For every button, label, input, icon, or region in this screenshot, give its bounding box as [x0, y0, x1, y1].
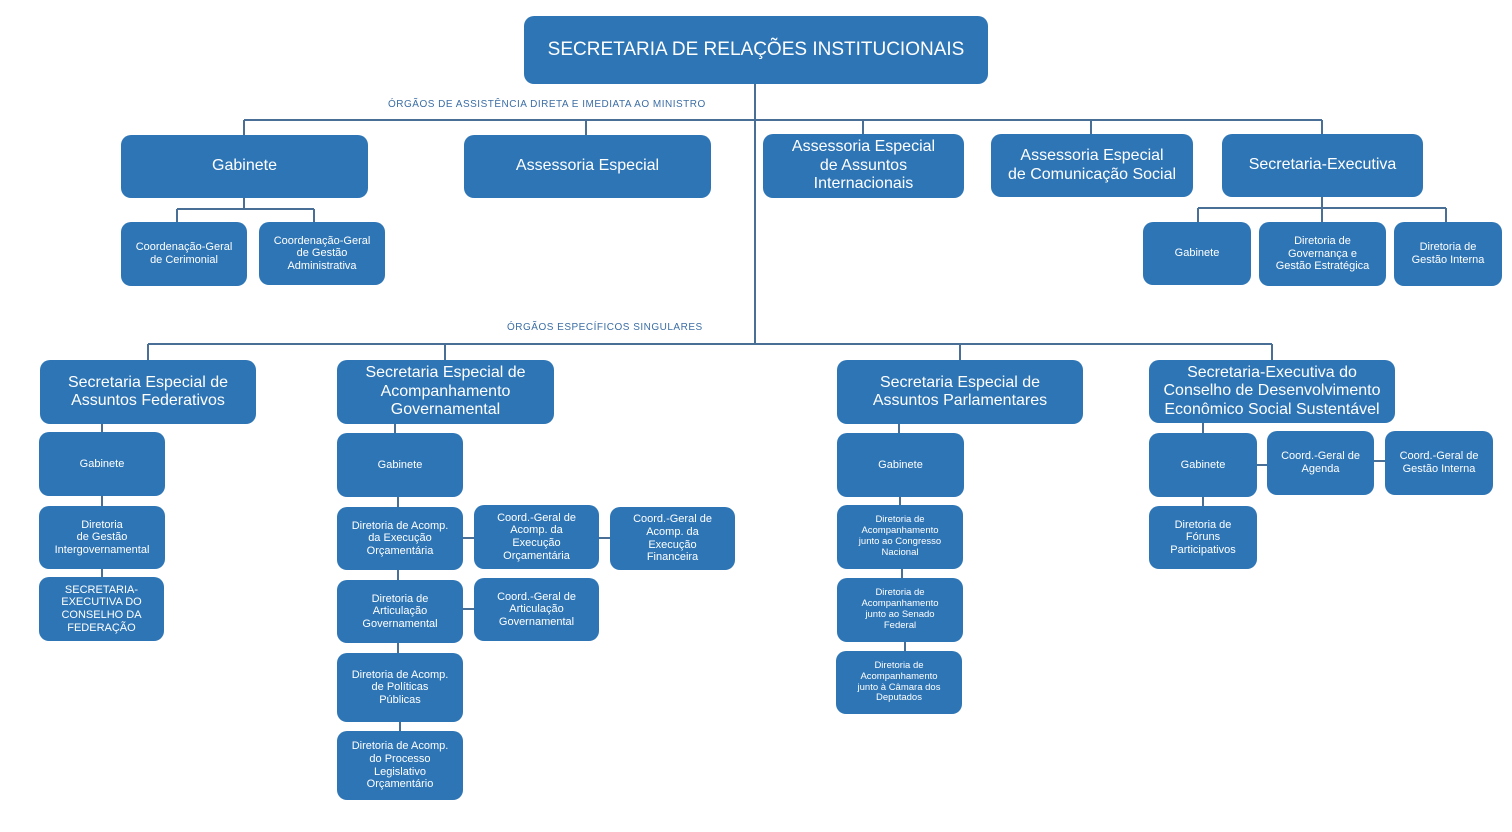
connector-cdes [1202, 422, 1386, 507]
box-dir-processo-legislativo[interactable]: Diretoria de Acomp. do Processo Legislat… [337, 731, 463, 800]
box-se-diretoria-governanca[interactable]: Diretoria de Governança e Gestão Estraté… [1259, 222, 1386, 286]
box-assessoria-comunicacao[interactable]: Assessoria Especial de Comunicação Socia… [991, 134, 1193, 197]
box-cdes-gabinete[interactable]: Gabinete [1149, 433, 1257, 497]
box-federativos-diretoria-intergovernamental[interactable]: Diretoria de Gestão Intergovernamental [39, 506, 165, 569]
box-se-acompanhamento-governamental[interactable]: Secretaria Especial de Acompanhamento Go… [337, 360, 554, 424]
connector-direct-bar [243, 119, 1323, 136]
box-acompanhamento-gabinete[interactable]: Gabinete [337, 433, 463, 497]
box-cg-agenda[interactable]: Coord.-Geral de Agenda [1267, 431, 1374, 495]
connector-se-children [1197, 196, 1447, 222]
box-assessoria-internacionais[interactable]: Assessoria Especial de Assuntos Internac… [763, 134, 964, 198]
box-dir-foruns-participativos[interactable]: Diretoria de Fóruns Participativos [1149, 506, 1257, 569]
section-label-direct-assistance: ÓRGÃOS DE ASSISTÊNCIA DIRETA E IMEDIATA … [388, 99, 706, 110]
box-secretaria-executiva[interactable]: Secretaria-Executiva [1222, 134, 1423, 197]
root-secretaria-relacoes-institucionais[interactable]: SECRETARIA DE RELAÇÕES INSTITUCIONAIS [524, 16, 988, 84]
box-parlamentares-gabinete[interactable]: Gabinete [837, 433, 964, 497]
box-cg-gestao-interna[interactable]: Coord.-Geral de Gestão Interna [1385, 431, 1493, 495]
box-se-gabinete[interactable]: Gabinete [1143, 222, 1251, 285]
box-cg-execucao-orcamentaria[interactable]: Coord.-Geral de Acomp. da Execução Orçam… [474, 505, 599, 569]
box-dir-senado-federal[interactable]: Diretoria de Acompanhamento junto ao Sen… [837, 578, 963, 642]
box-cg-gestao-administrativa[interactable]: Coordenação-Geral de Gestão Administrati… [259, 222, 385, 285]
connector-specific-bar [147, 343, 1273, 361]
connector-acompanhamento [394, 423, 611, 732]
box-cg-articulacao-governamental[interactable]: Coord.-Geral de Articulação Governamenta… [474, 578, 599, 641]
connector-gabinete-children [176, 197, 315, 223]
box-se-diretoria-gestao-interna[interactable]: Diretoria de Gestão Interna [1394, 222, 1502, 286]
box-dir-articulacao-governamental[interactable]: Diretoria de Articulação Governamental [337, 580, 463, 643]
box-se-assuntos-federativos[interactable]: Secretaria Especial de Assuntos Federati… [40, 360, 256, 424]
box-dir-execucao-orcamentaria[interactable]: Diretoria de Acomp. da Execução Orçament… [337, 507, 463, 570]
box-federativos-gabinete[interactable]: Gabinete [39, 432, 165, 496]
box-assessoria-especial[interactable]: Assessoria Especial [464, 135, 711, 198]
box-dir-camara-deputados[interactable]: Diretoria de Acompanhamento junto à Câma… [836, 651, 962, 714]
connector-parlamentares [898, 423, 906, 652]
box-gabinete[interactable]: Gabinete [121, 135, 368, 198]
box-dir-congresso-nacional[interactable]: Diretoria de Acompanhamento junto ao Con… [837, 505, 963, 569]
box-cg-execucao-financeira[interactable]: Coord.-Geral de Acomp. da Execução Finan… [610, 507, 735, 570]
box-cg-cerimonial[interactable]: Coordenação-Geral de Cerimonial [121, 222, 247, 286]
box-federativos-conselho-federacao[interactable]: SECRETARIA- EXECUTIVA DO CONSELHO DA FED… [39, 577, 164, 641]
box-dir-politicas-publicas[interactable]: Diretoria de Acomp. de Políticas Pública… [337, 653, 463, 722]
box-se-conselho-desenvolvimento[interactable]: Secretaria-Executiva do Conselho de Dese… [1149, 360, 1395, 423]
box-se-assuntos-parlamentares[interactable]: Secretaria Especial de Assuntos Parlamen… [837, 360, 1083, 424]
section-label-specific: ÓRGÃOS ESPECÍFICOS SINGULARES [507, 322, 703, 333]
